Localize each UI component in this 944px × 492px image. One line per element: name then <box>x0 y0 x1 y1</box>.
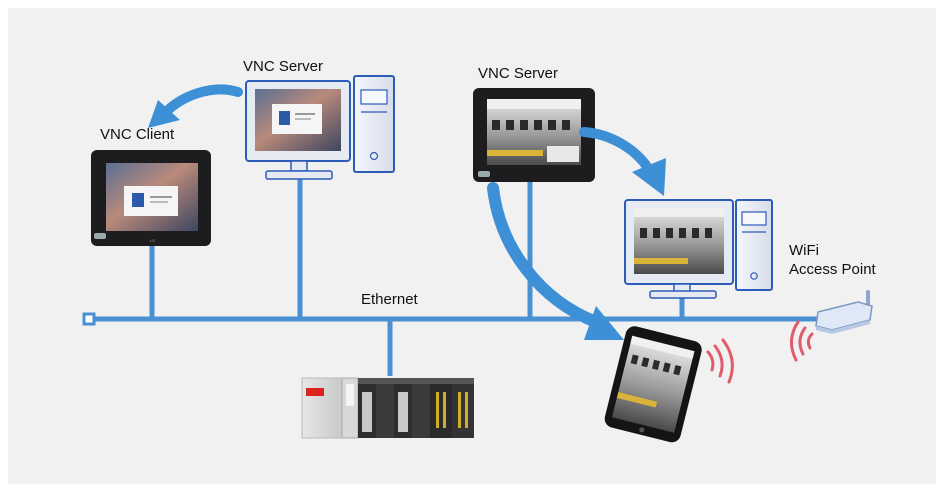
vnc-arrow-to-tablet <box>487 182 624 340</box>
hmi-server-panel-icon <box>473 88 595 182</box>
vnc-client-label: VNC Client <box>100 126 175 143</box>
wifi-signal-icon <box>706 338 734 384</box>
svg-text:LS: LS <box>150 238 155 243</box>
tablet-icon <box>604 326 702 443</box>
vnc-arrow-to-client <box>148 84 243 128</box>
vnc-arrow-to-monitor <box>579 127 666 196</box>
wifi-access-point-icon <box>815 290 873 334</box>
access-point-signal-icon <box>790 320 814 362</box>
ethernet-bus <box>90 178 830 376</box>
vnc-server-right-label: VNC Server <box>478 65 559 82</box>
vnc-server-pc-icon <box>245 75 395 180</box>
bus-terminator <box>82 312 96 326</box>
plc-rack-icon <box>301 377 474 439</box>
vnc-server-left-label: VNC Server <box>243 58 324 75</box>
access-point-label: Access Point <box>789 261 876 278</box>
wifi-label: WiFi <box>789 242 819 259</box>
ethernet-label: Ethernet <box>361 291 418 308</box>
monitor-pc-icon <box>624 199 773 299</box>
vnc-client-panel-icon: LS <box>91 150 211 246</box>
